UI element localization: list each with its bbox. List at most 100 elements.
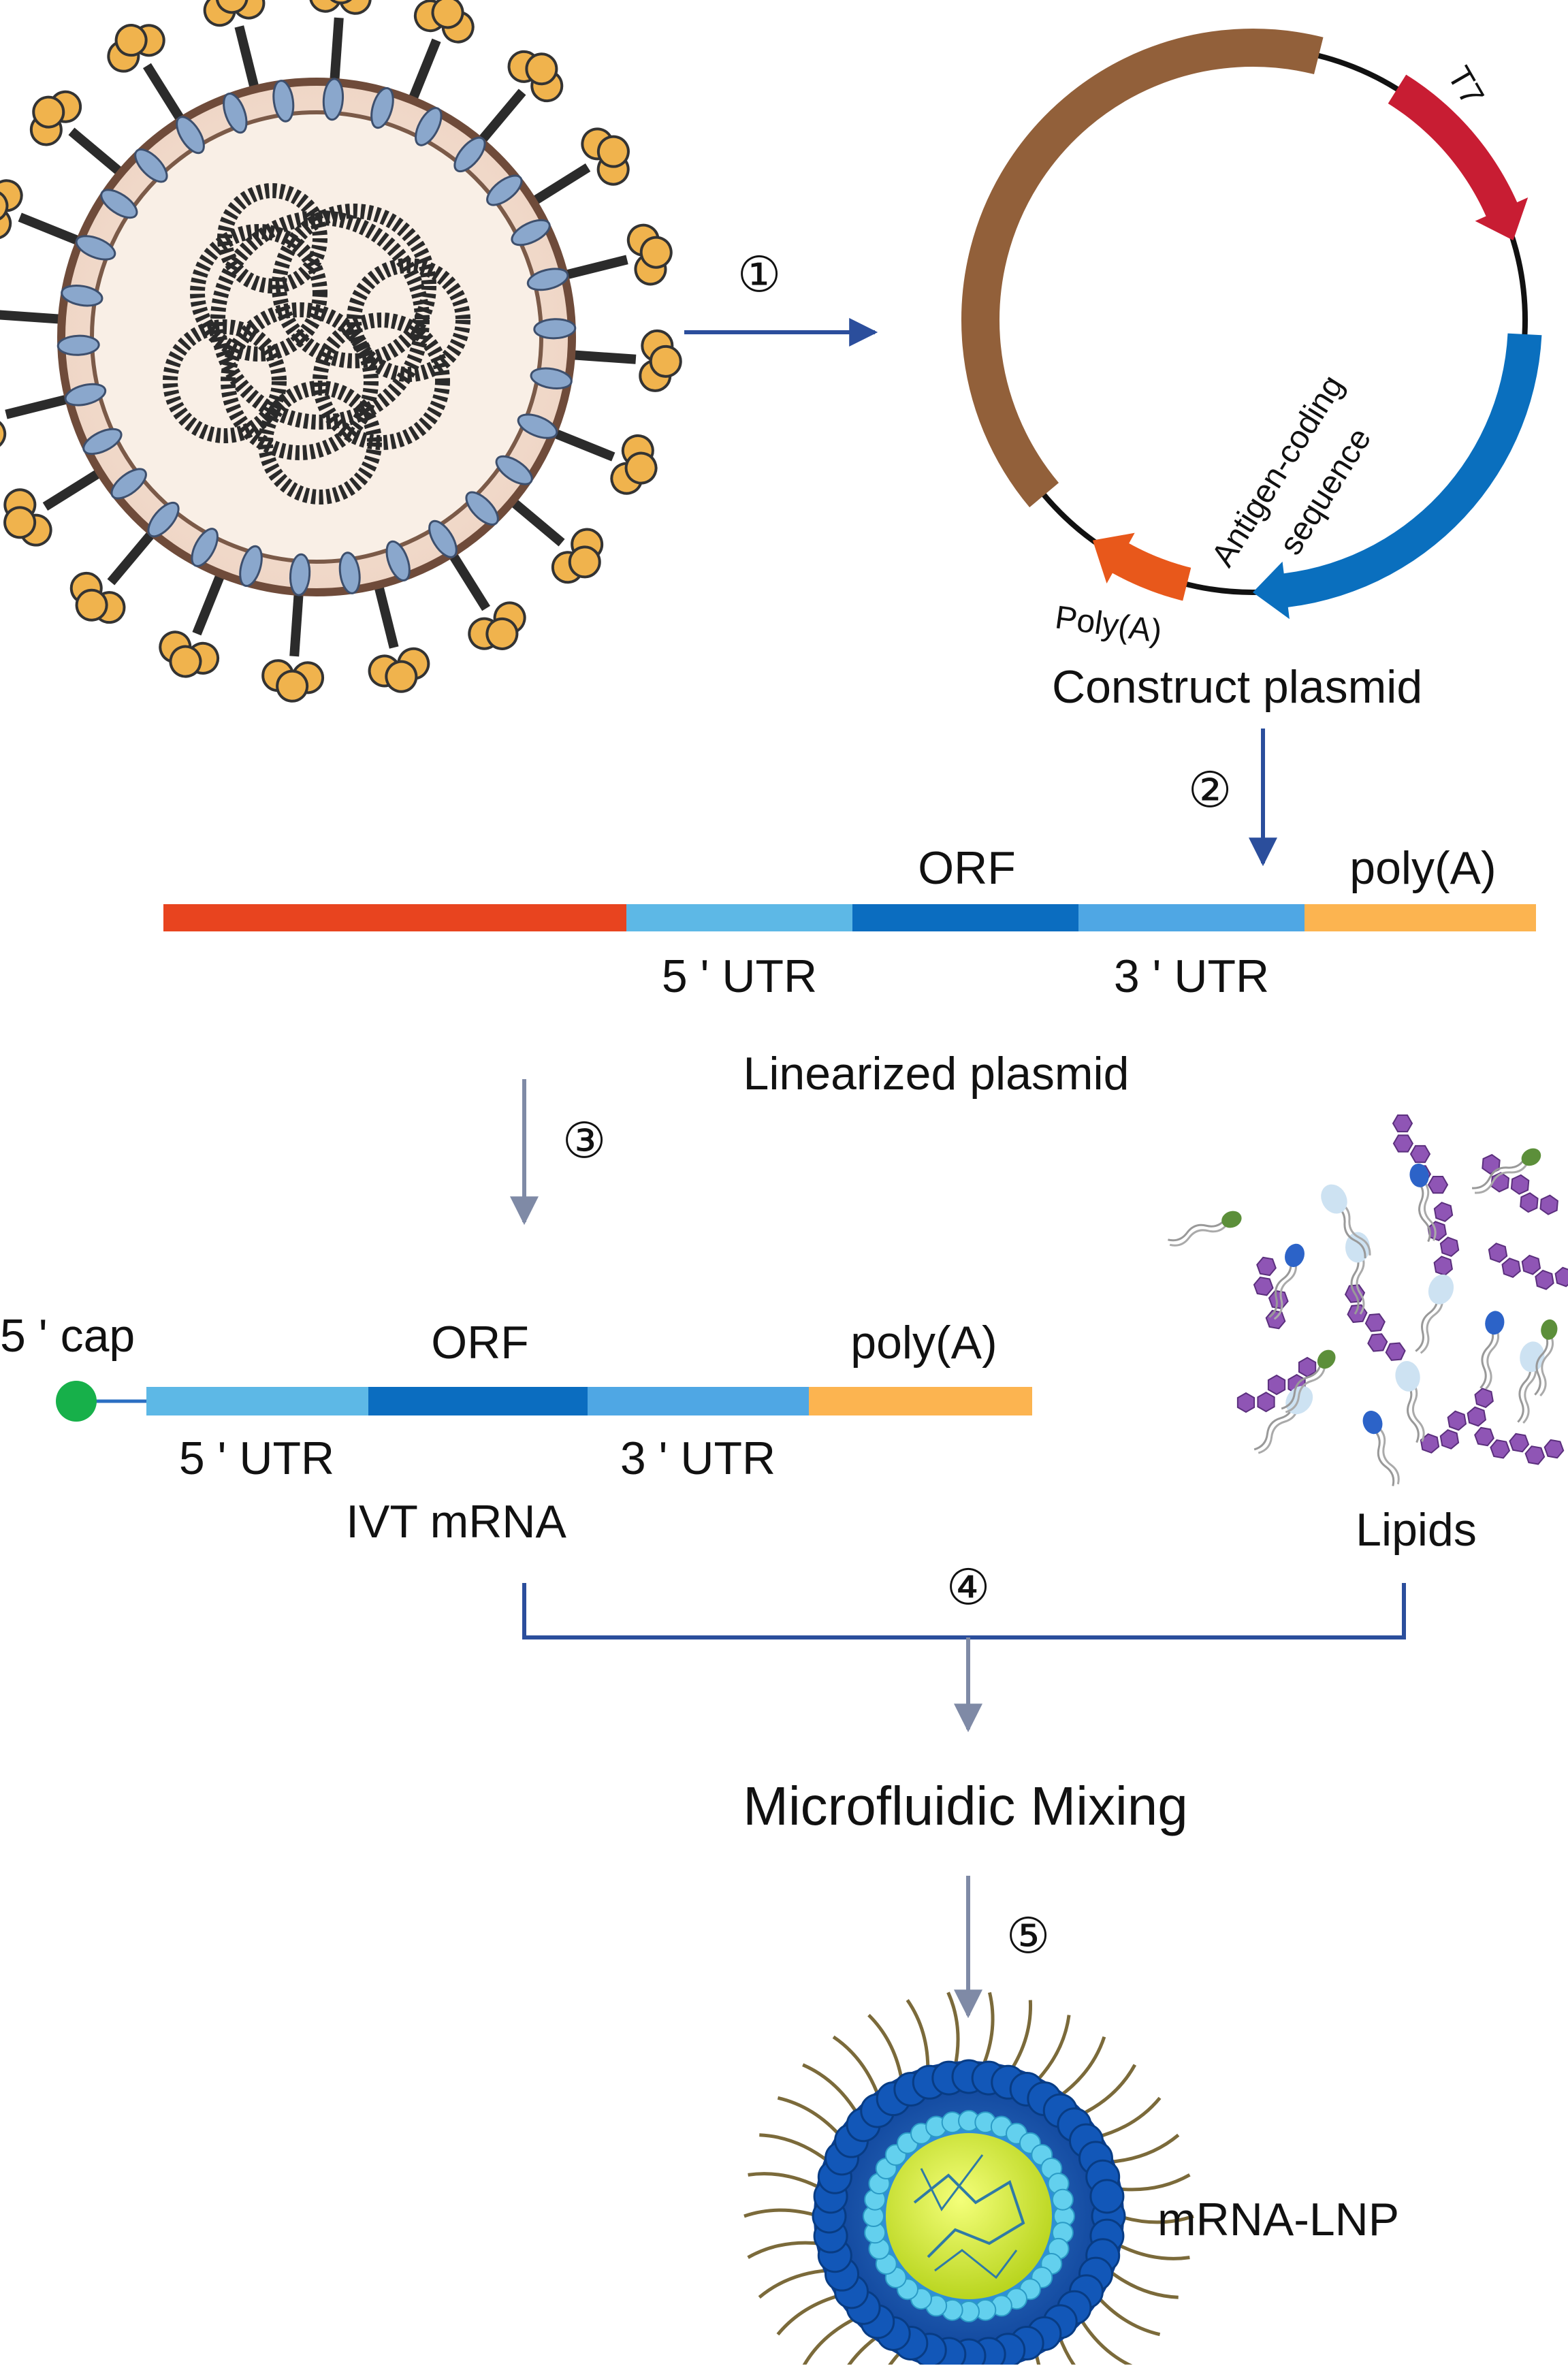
lipid-head	[1285, 1243, 1305, 1267]
hex-ring	[1554, 1266, 1568, 1287]
rna-coil-loop	[258, 381, 382, 505]
spike-head	[368, 647, 430, 693]
spike-head	[551, 528, 604, 584]
membrane-protein	[322, 78, 345, 121]
membrane-protein	[82, 428, 123, 455]
rna-coil-loop	[217, 183, 327, 293]
lipid-head	[1409, 1164, 1429, 1187]
lipid-hex-chain	[1253, 1256, 1289, 1330]
lipid-tail	[1420, 1295, 1443, 1354]
step-5-marker: ⑤	[1006, 1909, 1051, 1964]
lipid-head	[1221, 1211, 1242, 1228]
ivt-mrna-caption: IVT mRNA	[346, 1496, 566, 1548]
hex-ring	[1467, 1406, 1486, 1427]
hex-ring	[1439, 1236, 1460, 1258]
lipid-hex-chain	[1420, 1388, 1494, 1454]
lipid-head-tail	[1281, 1349, 1336, 1413]
membrane-protein	[428, 519, 458, 558]
peg-tail	[1008, 2000, 1033, 2073]
lipid-head	[1395, 1361, 1420, 1392]
lipid-head-tail	[1409, 1164, 1437, 1243]
membrane-protein	[57, 334, 100, 356]
spike-lobe	[75, 588, 108, 622]
virus-spike-proteins	[0, 0, 682, 703]
peg-tail	[1058, 2036, 1106, 2098]
lipid-head	[1362, 1410, 1383, 1435]
linear-orf-segment	[852, 904, 1078, 931]
rna-coil-loop	[190, 224, 327, 362]
step-4-marker: ④	[946, 1561, 991, 1615]
hex-ring	[1409, 1145, 1431, 1164]
hex-ring	[1521, 1254, 1541, 1275]
spike-stalk	[560, 255, 628, 281]
lipid-tail	[1169, 1223, 1228, 1247]
hex-ring	[1433, 1255, 1453, 1277]
peg-tail	[844, 2334, 880, 2368]
hex-ring	[1524, 1445, 1546, 1465]
hex-ring	[1392, 1114, 1413, 1133]
rna-coil-loop	[221, 302, 379, 460]
spike-head	[159, 630, 220, 678]
lipid-hex-chain	[1236, 1356, 1317, 1413]
lipid-head	[1520, 1341, 1545, 1373]
lipid-hex-chain	[1488, 1243, 1568, 1290]
lipid-tail	[1281, 1361, 1322, 1410]
peg-tail	[776, 2293, 842, 2336]
coronavirus-illustration	[0, 0, 682, 703]
inner-lipid-bead	[1051, 2188, 1074, 2211]
spike-head	[69, 571, 126, 624]
hex-ring	[1253, 1276, 1274, 1296]
spike-stalk	[528, 163, 591, 208]
spike-stalk	[475, 89, 526, 148]
membrane-protein	[517, 413, 558, 439]
lipid-hex-chain	[1482, 1153, 1558, 1215]
step-3-marker: ③	[562, 1114, 607, 1168]
ivt-3utr-segment	[588, 1387, 809, 1415]
peg-tail	[802, 2063, 860, 2117]
membrane-protein	[191, 528, 219, 567]
membrane-protein	[370, 86, 394, 129]
lnp-outer-lipid-beads	[812, 2059, 1126, 2368]
hex-ring	[1364, 1313, 1386, 1332]
spike-lobe	[324, 0, 357, 5]
hex-ring	[1392, 1134, 1414, 1153]
construct-plasmid-caption: Construct plasmid	[1052, 661, 1422, 713]
lipid-tail	[1415, 1293, 1439, 1352]
hex-ring	[1509, 1433, 1530, 1453]
lipid-tail	[1371, 1427, 1395, 1486]
lipid-head-tail	[1362, 1410, 1400, 1486]
spike-stalk	[5, 393, 74, 419]
membrane-protein	[75, 235, 116, 261]
ivt-5utr-label: 5 ' UTR	[179, 1433, 334, 1484]
spike-lobe	[32, 95, 65, 129]
spike-stalk	[289, 588, 304, 657]
lnp-peg-tails	[743, 1991, 1194, 2368]
lipid-head	[1485, 1311, 1505, 1335]
lipid-tail	[1168, 1218, 1227, 1242]
spike-lobe	[276, 669, 309, 703]
ivt-3utr-label: 3 ' UTR	[620, 1433, 775, 1484]
spike-head	[468, 601, 526, 650]
spike-lobe	[338, 0, 372, 15]
peg-tail	[867, 2013, 904, 2083]
linear-5utr-label: 5 ' UTR	[662, 950, 817, 1002]
spike-head	[639, 329, 682, 392]
spike-head	[203, 0, 266, 27]
membrane-protein	[176, 116, 205, 155]
peg-tail	[946, 1991, 960, 2068]
spike-head	[308, 0, 372, 15]
peg-tail	[758, 2268, 830, 2299]
spike-stalk	[506, 495, 565, 547]
plasmid-polya-label: Poly(A)	[1053, 599, 1164, 650]
lipid-tail	[1339, 1201, 1371, 1256]
peg-tail	[777, 2096, 843, 2139]
peg-tail	[801, 2315, 859, 2368]
lipid-hex-chain	[1427, 1202, 1460, 1277]
lipid-tail	[1253, 1402, 1295, 1451]
spike-stalk	[234, 25, 261, 94]
ivt-5utr-segment	[146, 1387, 368, 1415]
peg-tail	[743, 2208, 820, 2218]
membrane-protein	[64, 383, 107, 406]
